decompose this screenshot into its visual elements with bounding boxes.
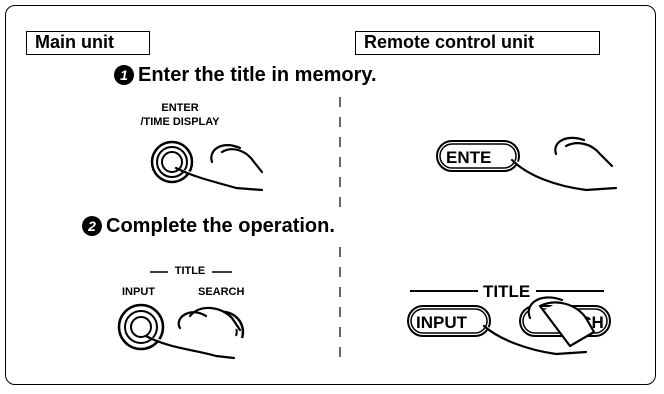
enter-label-line2: /TIME DISPLAY: [140, 116, 220, 128]
hand-icon: [482, 296, 596, 356]
diagram-frame: [5, 5, 656, 385]
step-2-text: Complete the operation.: [106, 215, 335, 237]
main-unit-header: Main unit: [26, 31, 150, 55]
input-label: INPUT: [122, 286, 155, 298]
remote-unit-header: Remote control unit: [355, 31, 600, 55]
enter-label-line1: ENTER: [161, 102, 199, 114]
remote-title-label: TITLE: [483, 282, 530, 301]
step-1-text: Enter the title in memory.: [138, 64, 377, 86]
step-1-number: 1: [114, 65, 134, 85]
remote-input-button: INPUT: [407, 305, 491, 337]
enter-time-display-knob: [150, 140, 194, 184]
remote-input-label: INPUT: [416, 313, 468, 332]
input-knob: [117, 303, 165, 351]
remote-enter-button: ENTE: [436, 140, 520, 172]
hand-icon: [174, 144, 264, 192]
search-label: SEARCH: [198, 286, 245, 298]
hand-icon: [510, 136, 618, 192]
remote-enter-label: ENTE: [446, 148, 491, 167]
step-2-number: 2: [82, 216, 102, 236]
title-group-label: TITLE: [170, 265, 210, 278]
hand-icon: [144, 306, 242, 360]
